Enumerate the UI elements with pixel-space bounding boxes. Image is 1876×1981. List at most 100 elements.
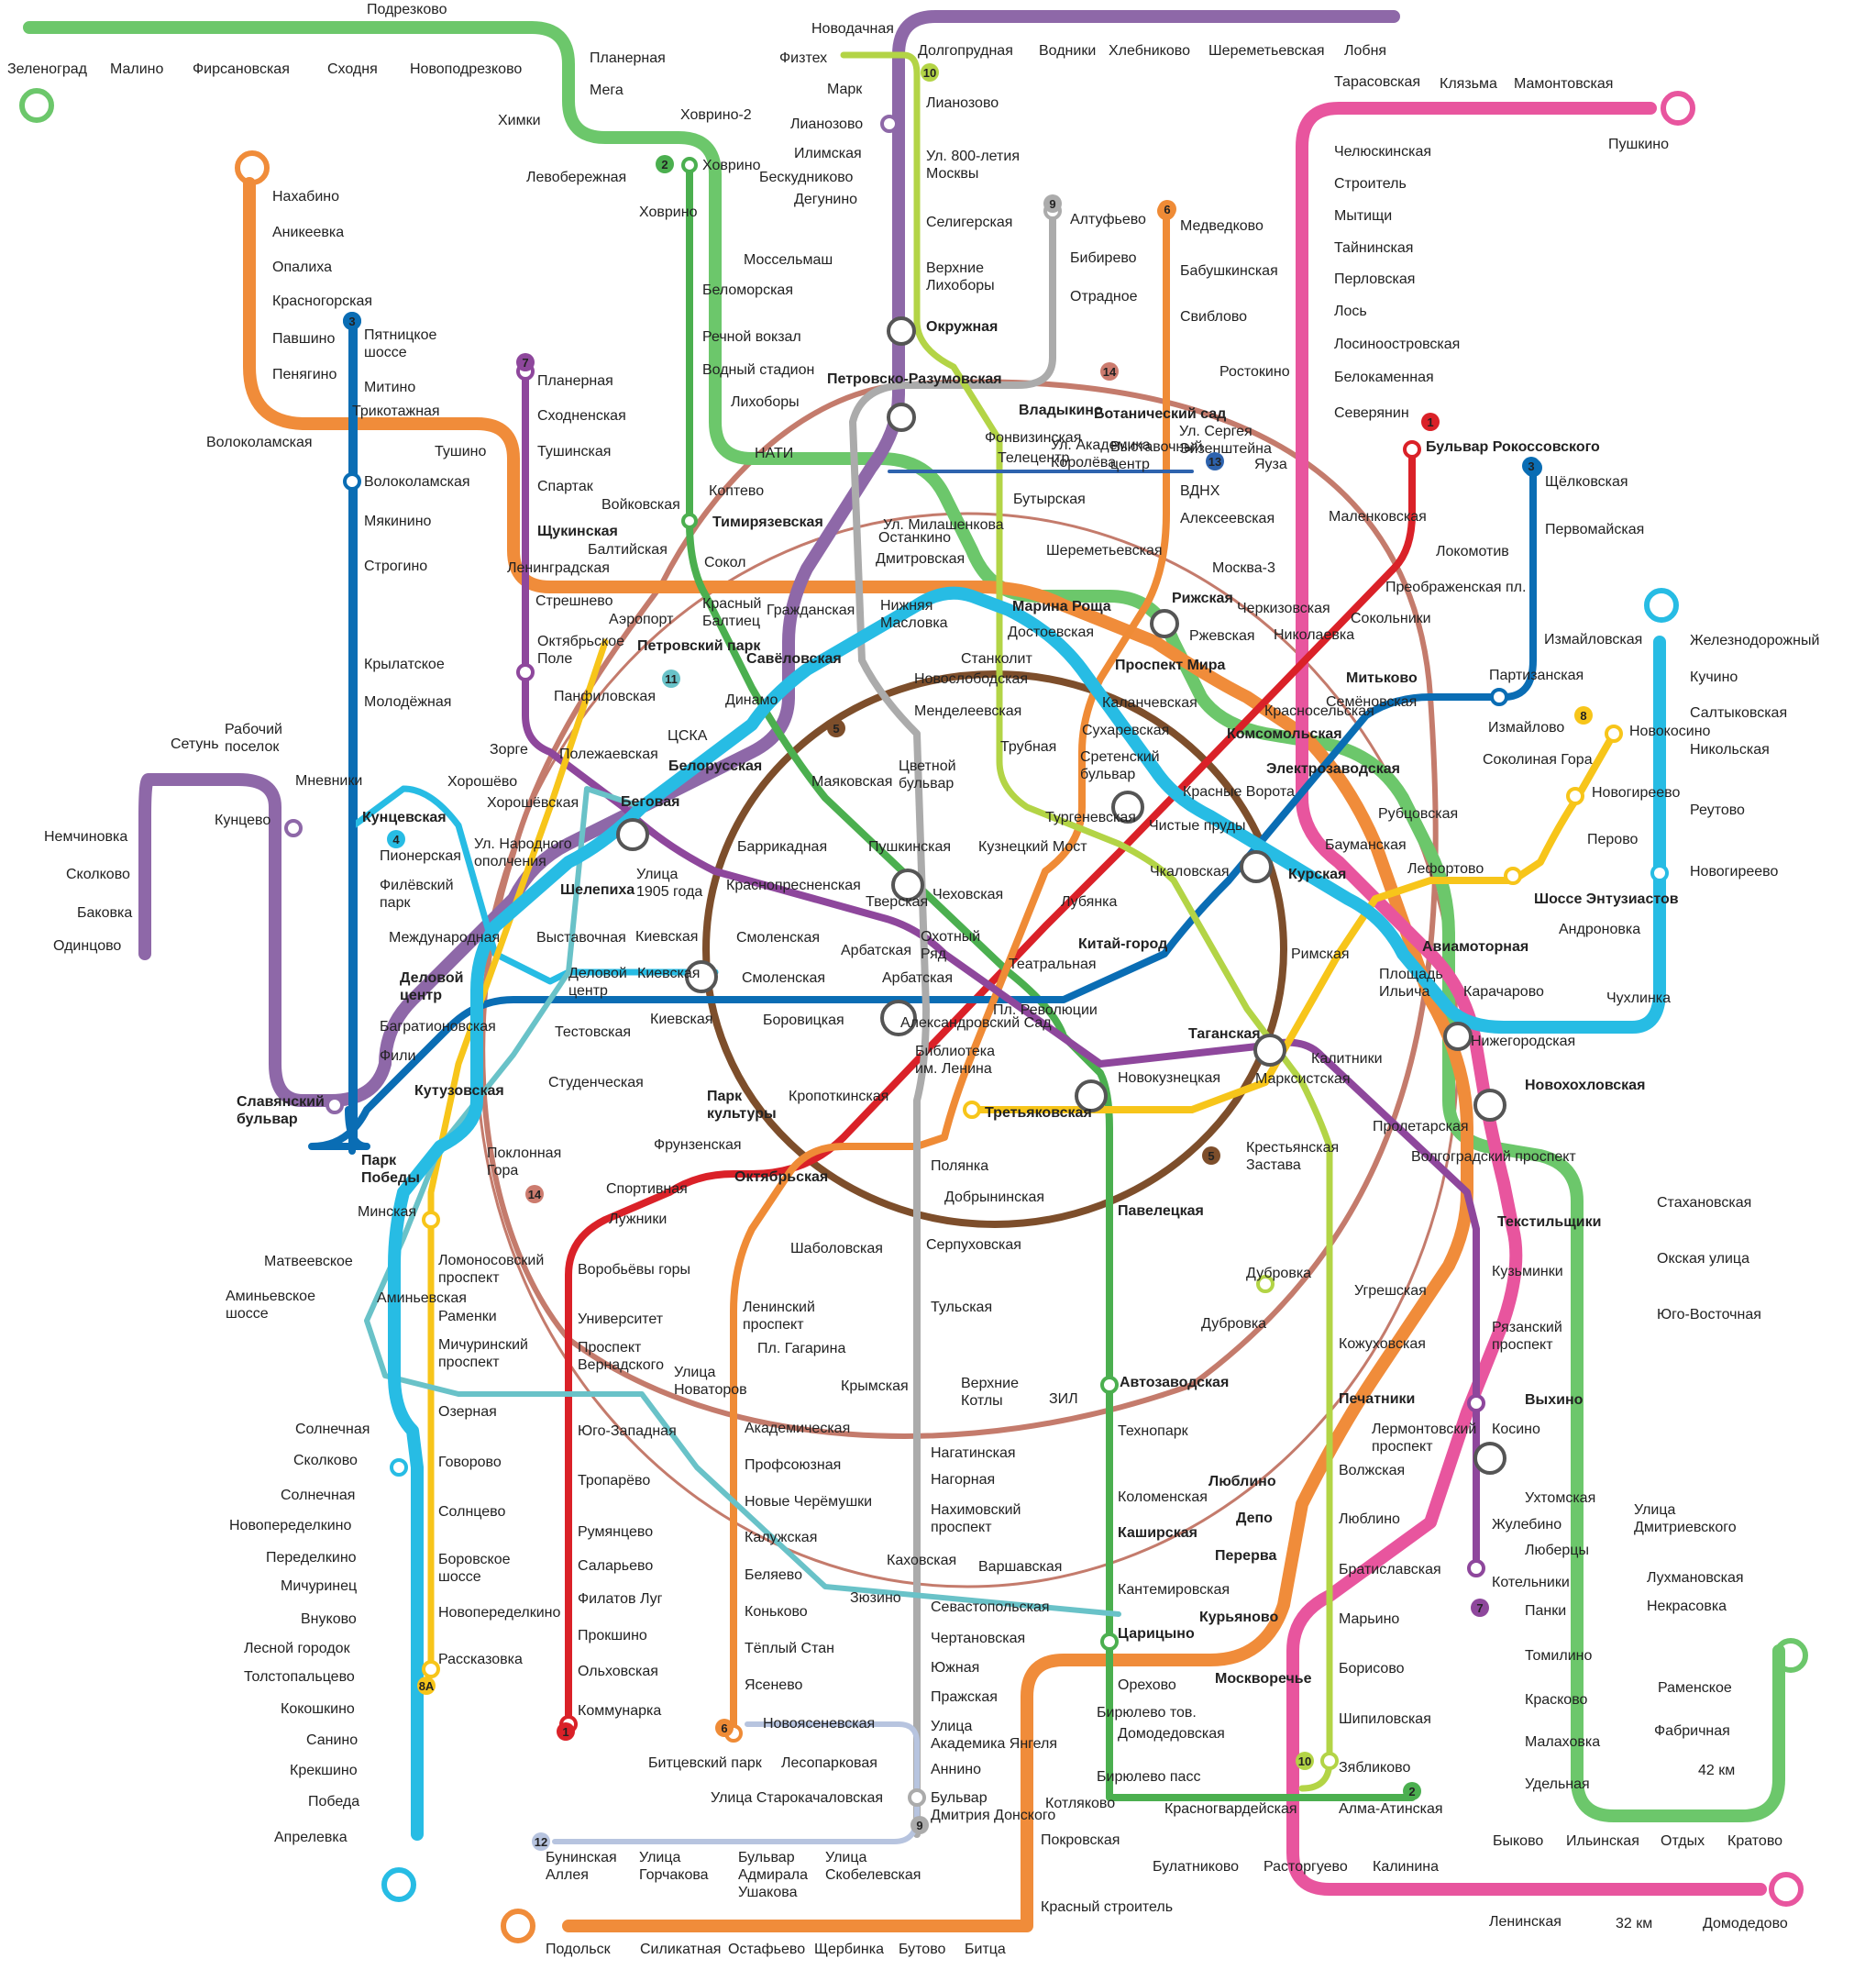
station-label: Москворечье	[1215, 1671, 1312, 1687]
station-label: Кожуховская	[1339, 1336, 1426, 1352]
svg-text:6: 6	[721, 1721, 727, 1735]
station-label: Кропоткинская	[789, 1089, 888, 1104]
station-label: Каширская	[1118, 1525, 1197, 1541]
station-label: Стрешнево	[535, 593, 613, 609]
svg-text:13: 13	[1208, 455, 1221, 469]
station-label: Шереметьевская	[1208, 43, 1325, 59]
station-label: Партизанская	[1489, 668, 1584, 683]
station-label: Речной вокзал	[702, 329, 801, 345]
station-label: Мичуринец	[281, 1578, 357, 1594]
station-label: Новокосино	[1629, 724, 1711, 739]
station-label: НАТИ	[755, 446, 793, 461]
station-label: Улица Старокачаловская	[711, 1790, 883, 1806]
station-label: Фабричная	[1654, 1723, 1730, 1739]
station-label: Дубровка	[1201, 1316, 1266, 1332]
station-label: Битца	[965, 1942, 1006, 1957]
station-label: Пролетарская	[1373, 1119, 1469, 1134]
line-number-badge: 3	[1522, 457, 1540, 475]
station-label: Пенягино	[272, 367, 337, 382]
station-label: Варшавская	[978, 1559, 1062, 1575]
station-label: Фили	[380, 1048, 415, 1064]
station-label: 32 км	[1616, 1916, 1652, 1931]
station-label: Кутузовская	[414, 1083, 504, 1099]
station-label: Чухлинка	[1606, 990, 1671, 1006]
line-number-badge: 14	[1100, 362, 1119, 381]
station-label: Строитель	[1334, 176, 1407, 192]
station-label: Солнцево	[438, 1504, 505, 1520]
station-label: Булатниково	[1153, 1859, 1239, 1875]
station-label: Некрасовка	[1647, 1599, 1727, 1614]
station-label: Лесопарковая	[781, 1755, 877, 1771]
station-label: Рассказовка	[438, 1652, 523, 1667]
station-label: Бескудниково	[759, 170, 854, 185]
line-number-badge: 14	[525, 1185, 544, 1203]
station-label: Победа	[308, 1794, 359, 1809]
station-label: Трикотажная	[352, 404, 440, 419]
station-label: Ул. Милашенкова	[883, 517, 1004, 533]
station-label: Щукинская	[537, 524, 618, 539]
station-label: Пушкинская	[868, 839, 951, 855]
station-label: Балтийская	[588, 542, 668, 558]
station-label: Долгопрудная	[918, 43, 1013, 59]
station-label: Котляково	[1045, 1796, 1115, 1811]
line-10-lightgreen	[840, 51, 1333, 1792]
station-label: Быково	[1493, 1833, 1543, 1849]
svg-text:5: 5	[833, 722, 839, 736]
station-label: Киевская	[650, 1012, 712, 1027]
line-12-grayblue	[552, 1721, 920, 1844]
station-label: Планерная	[590, 50, 666, 66]
station-label: Котельники	[1492, 1575, 1570, 1590]
line-9-gray	[849, 207, 1056, 1838]
station-label: Алтуфьево	[1070, 212, 1146, 227]
station-label: Новоясеневская	[763, 1716, 875, 1732]
line-2-green	[686, 161, 1416, 1801]
station-label: Физтех	[779, 50, 827, 66]
station-label: Кратово	[1727, 1833, 1782, 1849]
station-label: Шаболовская	[790, 1241, 883, 1256]
station-label: Тайнинская	[1334, 240, 1413, 256]
station-label: Полянка	[931, 1158, 988, 1174]
line-number-badge: 5	[1202, 1146, 1220, 1165]
station-label: Электрозаводская	[1266, 761, 1400, 777]
station-label: Лось	[1334, 304, 1367, 319]
station-label: Достоевская	[1008, 625, 1094, 640]
line-number-badge: 2	[656, 155, 674, 173]
station-label: Шоссе Энтузиастов	[1534, 891, 1679, 907]
station-label: Маленковская	[1329, 509, 1427, 525]
station-label: Пл. Гагарина	[757, 1341, 845, 1356]
station-label: Лефортово	[1407, 861, 1484, 877]
station-label: Сокол	[704, 555, 746, 570]
station-label: Марксистская	[1255, 1071, 1350, 1087]
line-number-badge: 5	[827, 719, 845, 737]
station-label: Краснопресненская	[726, 878, 861, 893]
station-label: Лухмановская	[1647, 1570, 1744, 1586]
station-label: Новогиреево	[1592, 785, 1680, 801]
station-label: Профсоюзная	[745, 1457, 841, 1473]
station-label: Аминьевская	[377, 1290, 467, 1306]
station-label: Таганская	[1188, 1026, 1261, 1042]
station-label: Коммунарка	[578, 1703, 661, 1719]
station-label: Новокузнецкая	[1118, 1070, 1220, 1086]
station-label: 42 км	[1698, 1763, 1735, 1778]
station-label: Лобня	[1344, 43, 1386, 59]
line-number-badge: 1	[557, 1722, 575, 1741]
station-label: Октябрьская	[734, 1169, 828, 1185]
line-number-badge: 8А	[417, 1677, 436, 1695]
station-label: Митино	[364, 380, 415, 395]
station-label: Санино	[306, 1732, 358, 1748]
svg-text:14: 14	[528, 1188, 542, 1201]
line-6-orange	[730, 207, 1170, 1737]
svg-text:3: 3	[348, 315, 355, 328]
station-label: Комсомольская	[1227, 726, 1342, 742]
station-label: Калинина	[1373, 1859, 1439, 1875]
